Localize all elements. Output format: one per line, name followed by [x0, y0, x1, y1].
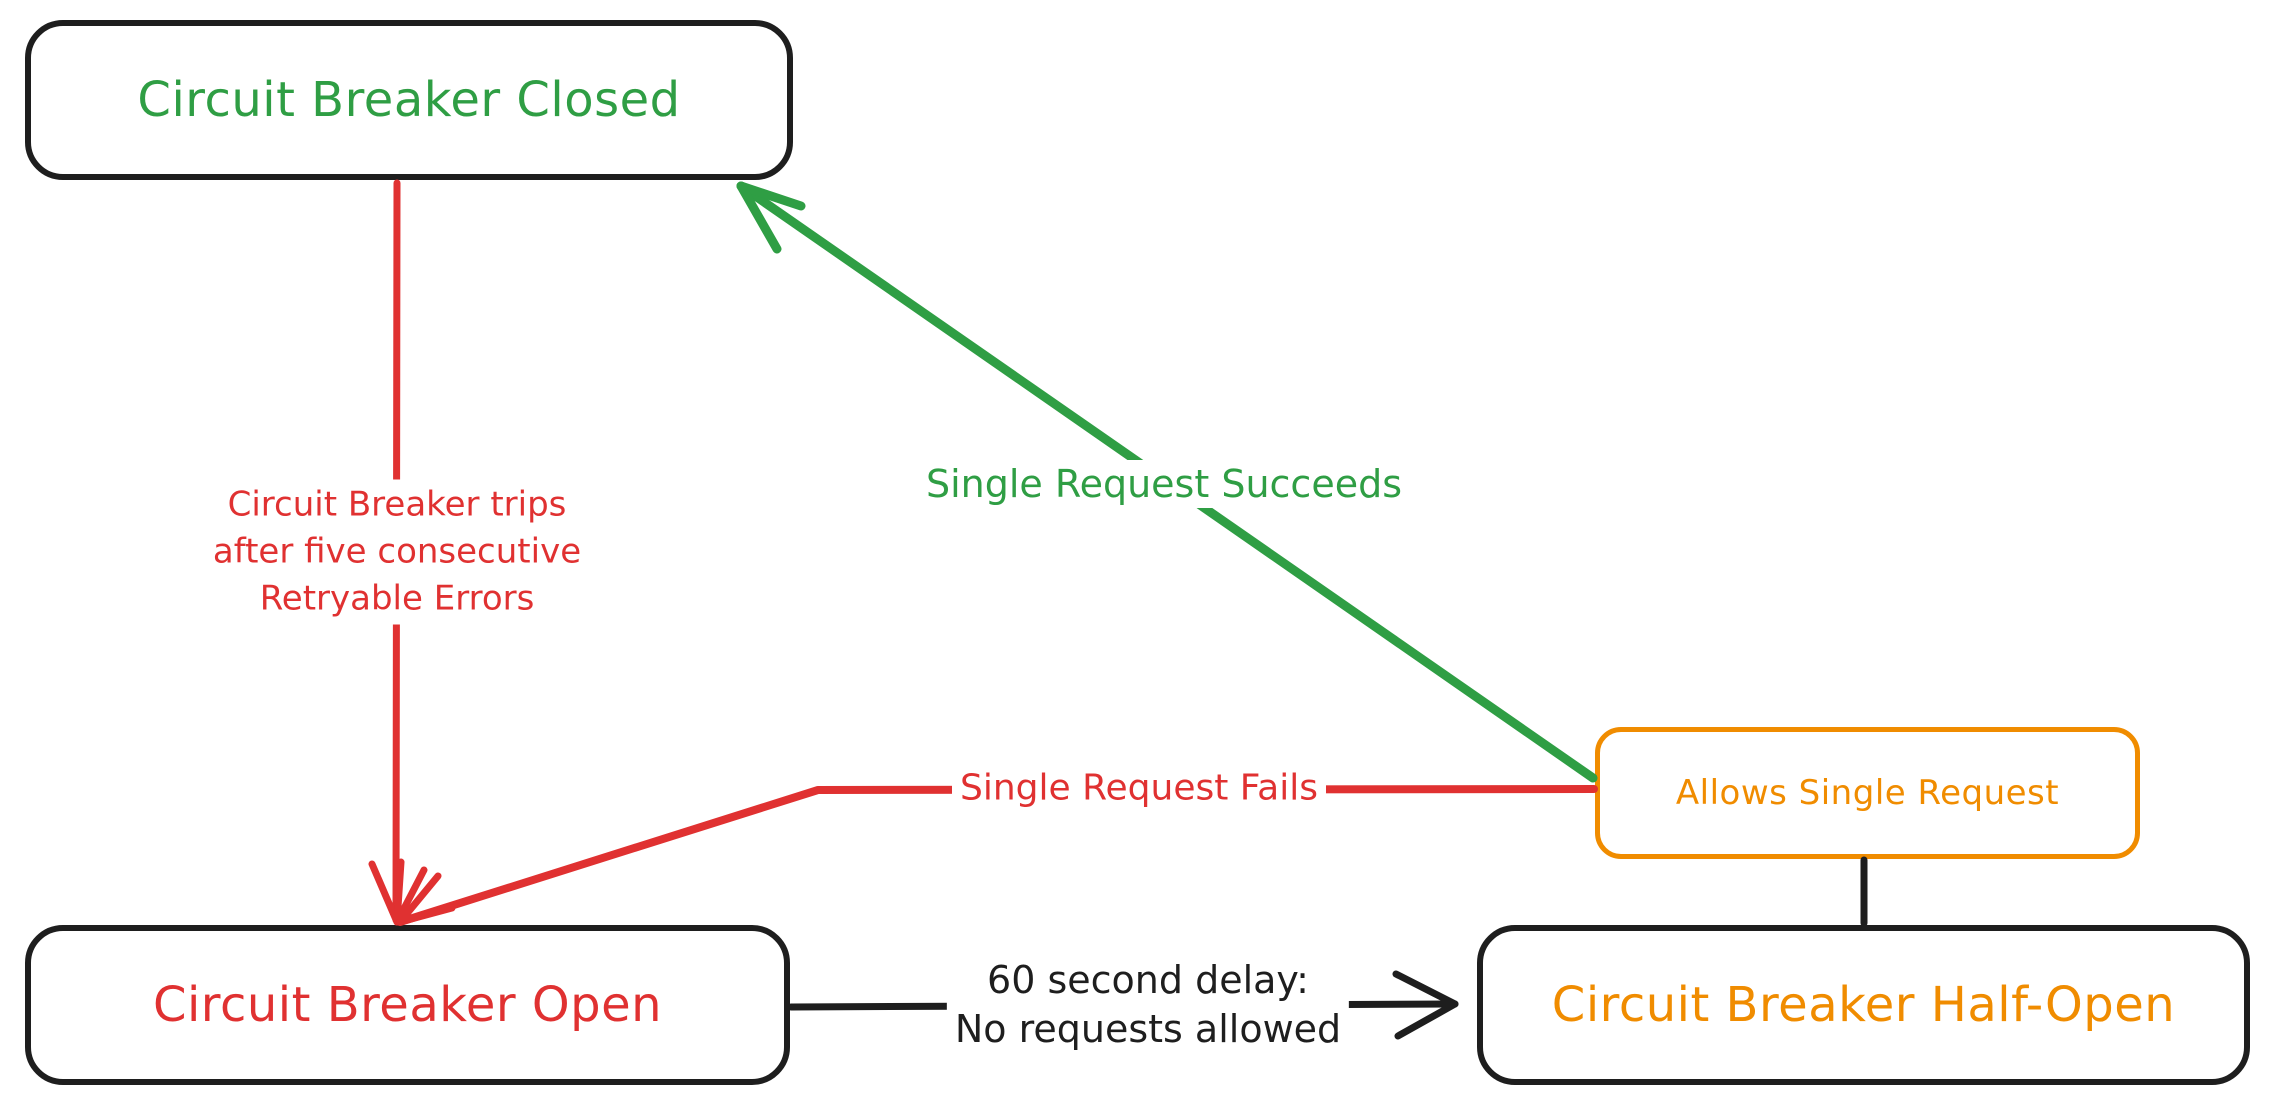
delay-label-line-2: No requests allowed: [954, 1007, 1342, 1051]
node-allows-single-request: Allows Single Request: [1595, 727, 2140, 859]
trip-label-line-2: after five consecutive: [212, 531, 582, 572]
trip-label-line-3: Retryable Errors: [259, 578, 535, 619]
single-request-fails-label: Single Request Fails: [951, 765, 1327, 811]
node-allows-label: Allows Single Request: [1675, 773, 2060, 813]
trip-arrow-label: Circuit Breaker trips after five consecu…: [204, 479, 590, 625]
trip-label-line-1: Circuit Breaker trips: [227, 484, 567, 525]
node-circuit-breaker-half-open: Circuit Breaker Half-Open: [1477, 925, 2250, 1085]
node-open-label: Circuit Breaker Open: [152, 977, 663, 1033]
node-half-open-label: Circuit Breaker Half-Open: [1551, 977, 2176, 1033]
node-circuit-breaker-open: Circuit Breaker Open: [25, 925, 790, 1085]
delay-label-line-1: 60 second delay:: [987, 958, 1309, 1002]
single-request-succeeds-label: Single Request Succeeds: [917, 460, 1411, 508]
delay-arrow-label: 60 second delay: No requests allowed: [946, 954, 1350, 1056]
node-closed-label: Circuit Breaker Closed: [137, 72, 681, 128]
node-circuit-breaker-closed: Circuit Breaker Closed: [25, 20, 793, 180]
